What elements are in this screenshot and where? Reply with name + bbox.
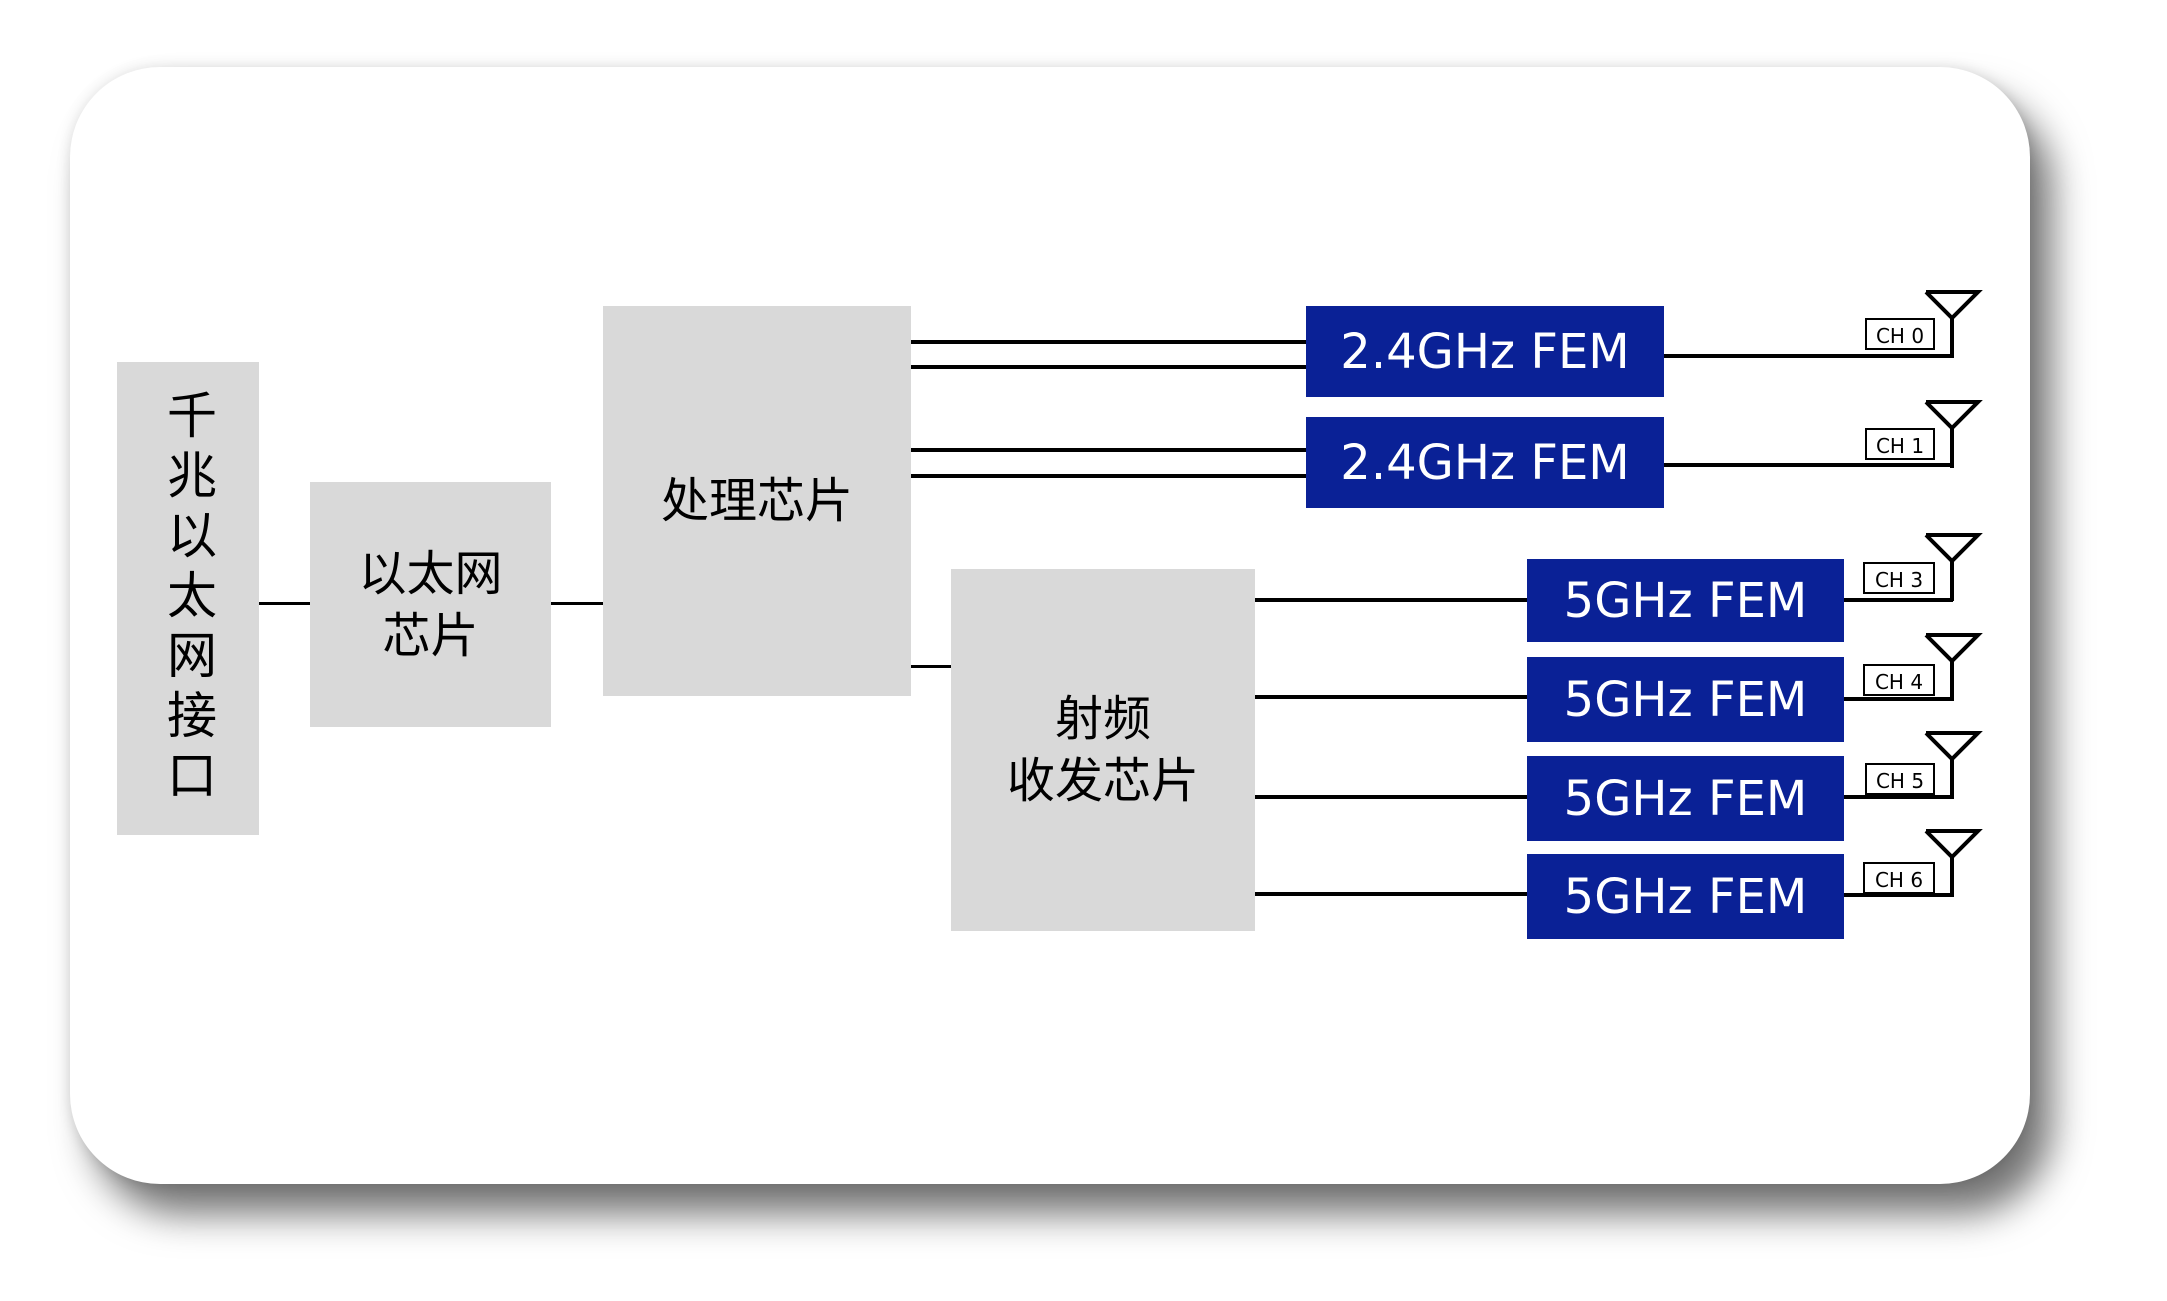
fem1-output-line: [1664, 463, 1953, 467]
fem6-output-line: [1844, 893, 1953, 897]
fem-block-ch3: 5GHz FEM: [1527, 559, 1844, 642]
antenna-icon: [1924, 533, 1983, 601]
fem-block-ch5: 5GHz FEM: [1527, 756, 1844, 841]
ethernet-port-block: 千兆以太网接口: [117, 362, 259, 835]
fem-block-ch0: 2.4GHz FEM: [1306, 306, 1664, 397]
antenna-icon: [1924, 633, 1983, 701]
fem-label: 2.4GHz FEM: [1340, 434, 1630, 491]
ethernet-chip-label-line2: 芯片: [382, 607, 479, 664]
rf-to-fem4-line: [1255, 695, 1527, 699]
channel-label-ch6: CH 6: [1863, 862, 1935, 894]
fem-label: 5GHz FEM: [1563, 572, 1808, 629]
processor-to-fem0-line-a: [911, 340, 1306, 344]
fem-label: 5GHz FEM: [1563, 868, 1808, 925]
antenna-icon: [1924, 400, 1983, 468]
fem3-output-line: [1844, 598, 1953, 602]
fem0-output-line: [1664, 354, 1953, 358]
antenna-icon: [1924, 290, 1983, 358]
fem-block-ch1: 2.4GHz FEM: [1306, 417, 1664, 508]
rf-to-fem5-line: [1255, 795, 1527, 799]
fem-label: 2.4GHz FEM: [1340, 323, 1630, 380]
channel-label-ch1: CH 1: [1865, 428, 1935, 460]
fem-block-ch6: 5GHz FEM: [1527, 854, 1844, 939]
rf-transceiver-label-line1: 射频: [1054, 691, 1151, 747]
processor-chip-block: 处理芯片: [603, 306, 911, 696]
rf-transceiver-label-line2: 收发芯片: [1006, 753, 1199, 809]
antenna-icon: [1924, 829, 1983, 897]
fem5-output-line: [1844, 795, 1953, 799]
processor-to-fem0-line-b: [911, 365, 1306, 369]
channel-label-ch0: CH 0: [1865, 318, 1935, 350]
fem4-output-line: [1844, 697, 1953, 701]
antenna-icon: [1924, 731, 1983, 799]
processor-to-rf-line: [911, 665, 951, 668]
ethernet-chip-label-line1: 以太网: [358, 545, 503, 602]
fem-label: 5GHz FEM: [1563, 671, 1808, 728]
processor-to-fem1-line-b: [911, 474, 1306, 478]
ethernet-chip-block: 以太网 芯片: [310, 482, 551, 727]
ethernet-chip-to-processor-line: [551, 602, 603, 605]
rf-transceiver-block: 射频 收发芯片: [951, 569, 1255, 931]
ethernet-port-label: 千兆以太网接口: [159, 388, 217, 809]
channel-label-ch5: CH 5: [1865, 763, 1935, 795]
processor-to-fem1-line-a: [911, 448, 1306, 452]
processor-chip-label: 处理芯片: [660, 473, 853, 529]
port-to-ethernet-chip-line: [259, 602, 310, 605]
rf-to-fem3-line: [1255, 598, 1527, 602]
fem-block-ch4: 5GHz FEM: [1527, 657, 1844, 742]
rf-to-fem6-line: [1255, 892, 1527, 896]
channel-label-ch3: CH 3: [1863, 562, 1935, 594]
channel-label-ch4: CH 4: [1863, 664, 1935, 696]
fem-label: 5GHz FEM: [1563, 770, 1808, 827]
